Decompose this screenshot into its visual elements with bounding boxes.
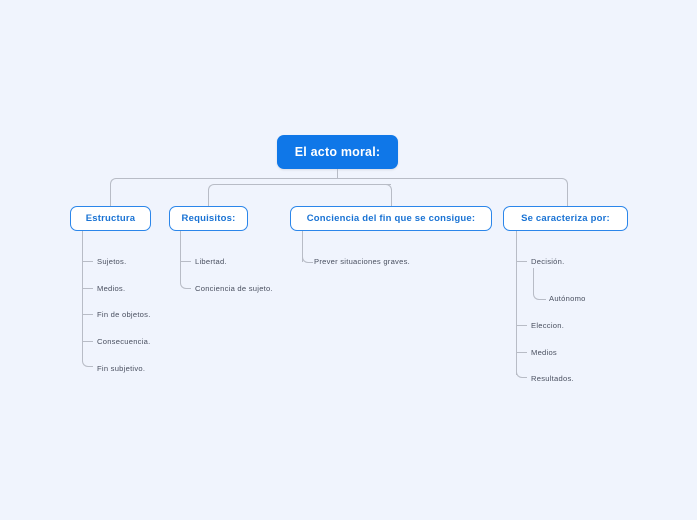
leaf-label[interactable]: Autónomo (549, 294, 586, 303)
connector-caracteriza-trunk (516, 261, 517, 375)
connector-bar-left-corner (110, 178, 231, 209)
connector-estructura-stub-4 (82, 341, 93, 342)
leaf-label[interactable]: Prever situaciones graves. (314, 257, 410, 266)
leaf-label[interactable]: Consecuencia. (97, 337, 151, 346)
connector-estructura-trunk (82, 261, 83, 361)
leaf-label[interactable]: Resultados. (531, 374, 574, 383)
connector-caracteriza-stub-2 (516, 325, 527, 326)
leaf-label[interactable]: Eleccion. (531, 321, 565, 330)
connector-requisitos-stem (180, 231, 181, 262)
connector-caracteriza-stub-3 (516, 352, 527, 353)
leaf-label[interactable]: Conciencia de sujeto. (195, 284, 273, 293)
leaf-label[interactable]: Decisión. (531, 257, 565, 266)
root-node[interactable]: El acto moral: (277, 135, 398, 169)
branch-node-conciencia-fin[interactable]: Conciencia del fin que se consigue: (290, 206, 492, 231)
connector-decision-sub-corner (533, 274, 546, 300)
connector-requisitos-trunk-end (180, 262, 191, 289)
connector-estructura-trunk-end (82, 340, 93, 367)
connector-bar-left-corner-2 (208, 184, 309, 209)
connector-bar-right-corner (537, 178, 568, 209)
connector-bar-lower (300, 184, 391, 185)
connector-estructura-stub-3 (82, 314, 93, 315)
connector-estructura-stub-2 (82, 288, 93, 289)
connector-bar-upper (224, 178, 562, 179)
connector-estructura-stub-1 (82, 261, 93, 262)
connector-estructura-stem (82, 231, 83, 262)
branch-node-requisitos[interactable]: Requisitos: (169, 206, 248, 231)
connector-caracteriza-stem (516, 231, 517, 262)
leaf-label[interactable]: Libertad. (195, 257, 227, 266)
connector-caracteriza-stub-1 (516, 261, 527, 262)
leaf-label[interactable]: Medios. (97, 284, 126, 293)
leaf-label[interactable]: Sujetos. (97, 257, 127, 266)
leaf-label[interactable]: Fin subjetivo. (97, 364, 146, 373)
leaf-label[interactable]: Fin de objetos. (97, 310, 151, 319)
connector-requisitos-stub-1 (180, 261, 191, 262)
connector-bar-right-corner-2 (361, 184, 392, 209)
branch-node-se-caracteriza[interactable]: Se caracteriza por: (503, 206, 628, 231)
branch-node-estructura[interactable]: Estructura (70, 206, 151, 231)
connector-root-stem (337, 169, 338, 179)
connector-caracteriza-trunk-end (516, 351, 527, 378)
leaf-label[interactable]: Medios (531, 348, 557, 357)
connector-conciencia-trunk-end (302, 236, 313, 263)
